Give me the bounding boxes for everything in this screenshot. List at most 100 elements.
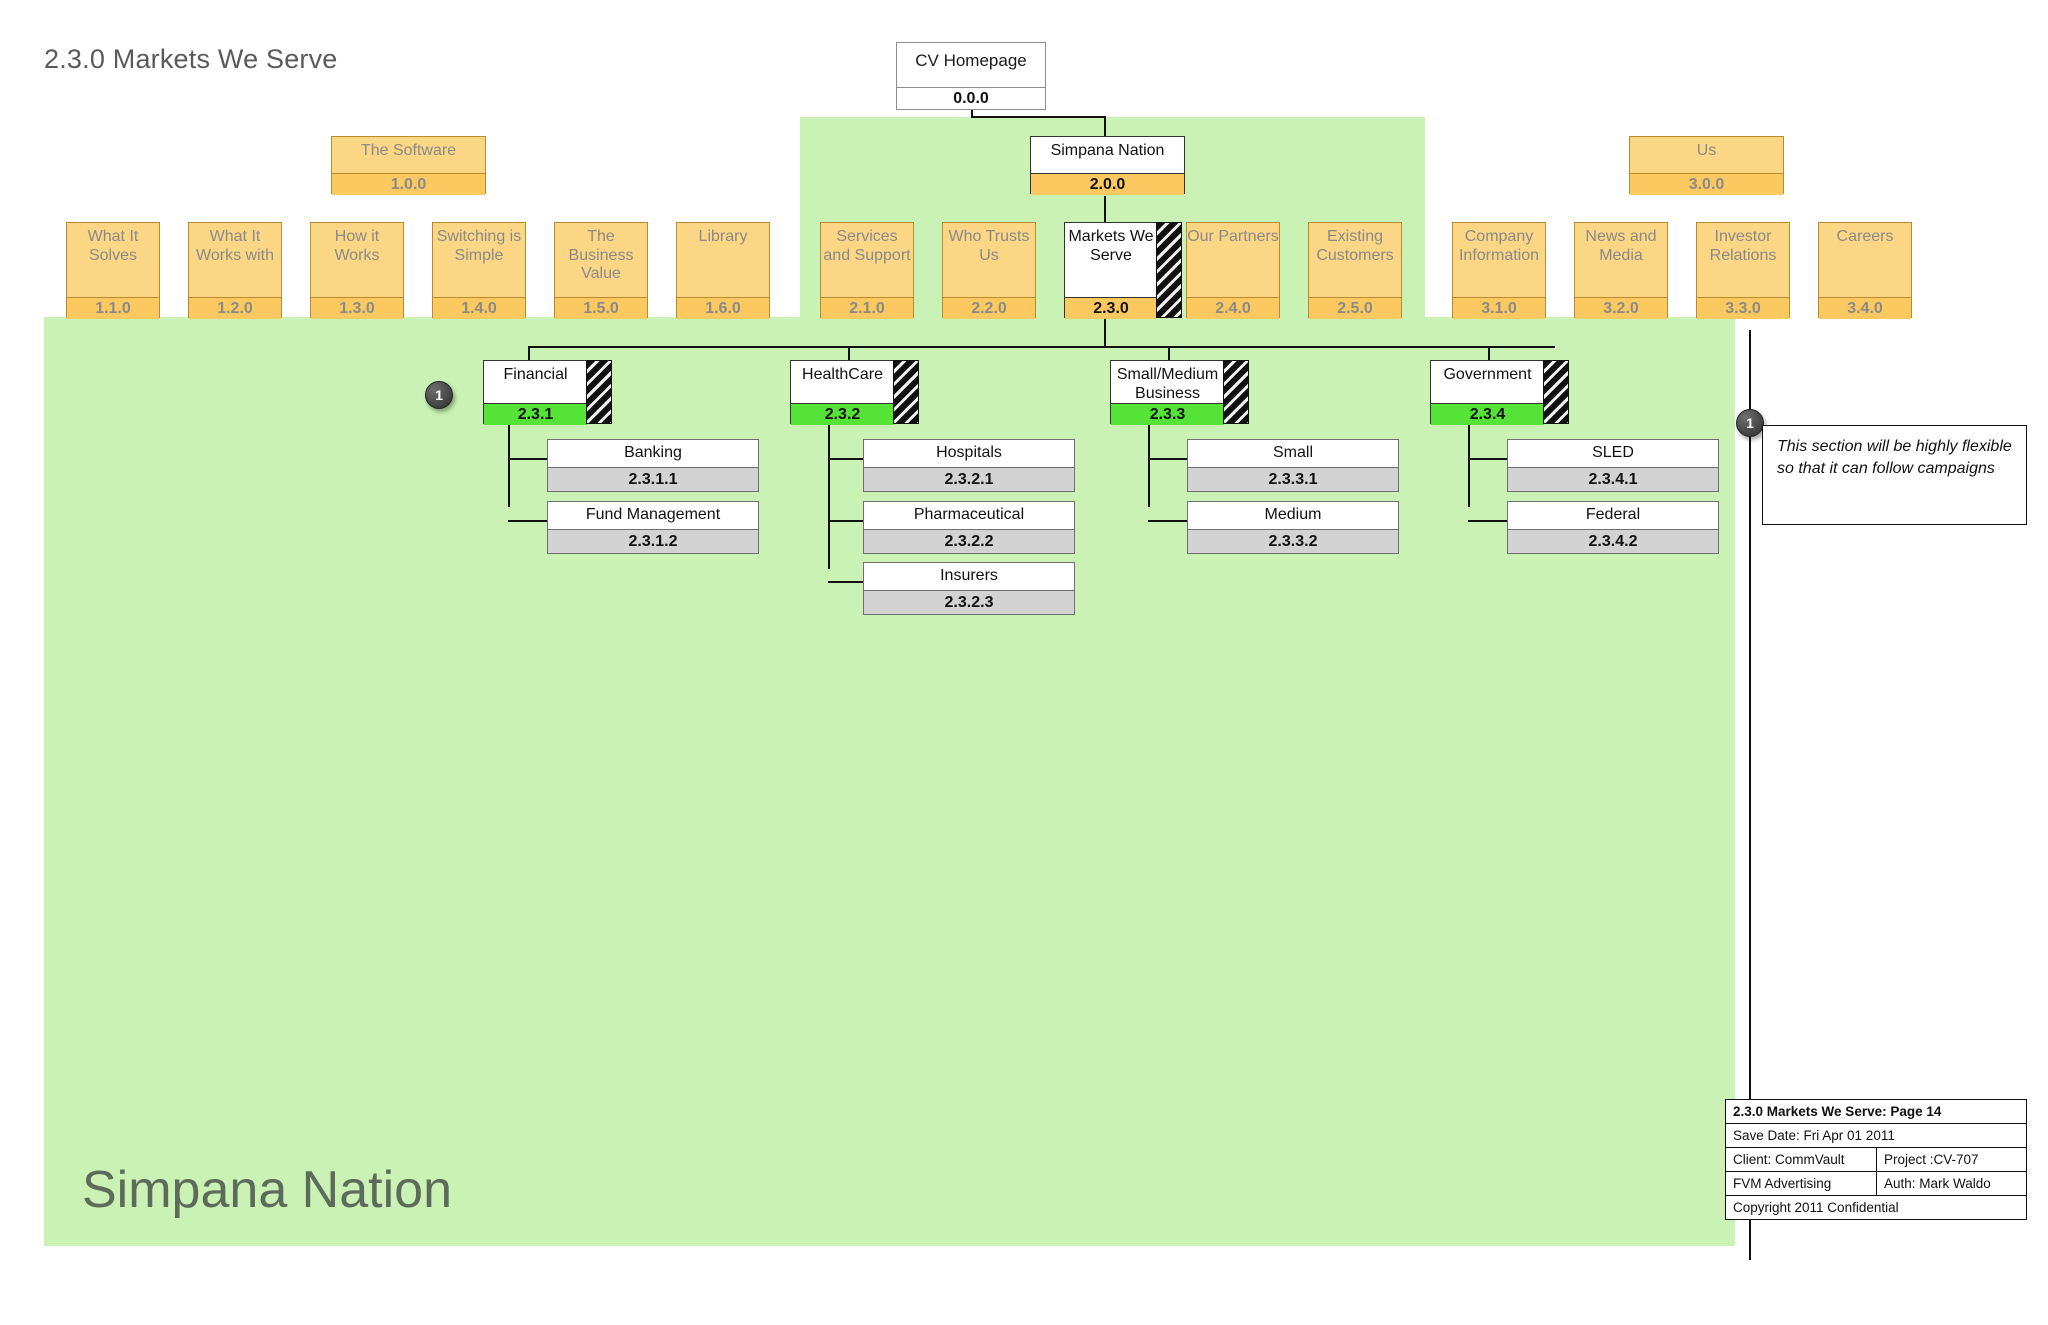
node-government[interactable]: Government 2.3.4	[1430, 360, 1569, 425]
node-label: News and Media	[1585, 228, 1657, 264]
node-label: Investor Relations	[1709, 228, 1777, 264]
title-block-client: Client: CommVault	[1733, 1152, 1845, 1167]
title-block-copyright: Copyright 2011 Confidential	[1733, 1200, 1899, 1215]
node-banking[interactable]: Banking 2.3.1.1	[547, 439, 759, 492]
node-id: 2.3.1.2	[548, 529, 758, 553]
title-block-row: Save Date: Fri Apr 01 2011	[1726, 1124, 2026, 1148]
title-block: 2.3.0 Markets We Serve: Page 14 Save Dat…	[1725, 1099, 2027, 1220]
node-id: 3.2.0	[1575, 297, 1667, 319]
connector-section-spine	[528, 346, 1555, 348]
title-block-row: Client: CommVault Project :CV-707	[1726, 1148, 2026, 1172]
annotation-callout: This section will be highly flexible so …	[1762, 425, 2027, 525]
node-id: 1.3.0	[311, 297, 403, 319]
node-hospitals[interactable]: Hospitals 2.3.2.1	[863, 439, 1075, 492]
node-small[interactable]: Small 2.3.3.1	[1187, 439, 1399, 492]
node-id: 2.3.2.1	[864, 467, 1074, 491]
node-id: 1.2.0	[189, 297, 281, 319]
node-label: The Software	[360, 142, 457, 159]
node-cv-homepage[interactable]: CV Homepage 0.0.0	[896, 42, 1046, 110]
node-label: Hospitals	[936, 444, 1002, 461]
node-medium[interactable]: Medium 2.3.3.2	[1187, 501, 1399, 554]
node-id: 3.1.0	[1453, 297, 1545, 319]
title-block-author: Auth: Mark Waldo	[1876, 1172, 2026, 1195]
node-what-it-solves[interactable]: What It Solves 1.1.0	[66, 222, 160, 319]
node-markets-we-serve[interactable]: Markets We Serve 2.3.0	[1064, 222, 1182, 319]
connector-government-stem	[1468, 424, 1470, 507]
node-company-information[interactable]: Company Information 3.1.0	[1452, 222, 1546, 319]
in-progress-hatch-icon	[1223, 360, 1249, 424]
node-label: Insurers	[940, 567, 998, 584]
title-block-agency: FVM Advertising	[1733, 1176, 1832, 1191]
node-careers[interactable]: Careers 3.4.0	[1818, 222, 1912, 319]
connector-drop-healthcare	[848, 346, 850, 360]
node-label: Fund Management	[585, 506, 721, 523]
in-progress-hatch-icon	[1543, 360, 1569, 424]
node-label: Financial	[503, 366, 568, 383]
node-label: Switching is Simple	[436, 228, 522, 264]
node-id: 1.4.0	[433, 297, 525, 319]
node-what-it-works-with[interactable]: What It Works with 1.2.0	[188, 222, 282, 319]
node-who-trusts-us[interactable]: Who Trusts Us 2.2.0	[942, 222, 1036, 319]
node-id: 2.1.0	[821, 297, 913, 319]
node-label: The Business Value	[568, 228, 634, 283]
node-the-business-value[interactable]: The Business Value 1.5.0	[554, 222, 648, 319]
title-block-row: 2.3.0 Markets We Serve: Page 14	[1726, 1100, 2026, 1124]
annotation-marker-left[interactable]: 1	[425, 381, 453, 409]
node-the-software[interactable]: The Software 1.0.0	[331, 136, 486, 195]
node-label: Small/Medium Business	[1116, 366, 1219, 402]
connector-financial-child-2	[508, 520, 548, 522]
node-simpana-nation[interactable]: Simpana Nation 2.0.0	[1030, 136, 1185, 195]
node-id: 2.3.4.2	[1508, 529, 1718, 553]
page-title: 2.3.0 Markets We Serve	[44, 44, 338, 74]
node-id: 2.3.2.3	[864, 590, 1074, 614]
node-id: 2.3.1.1	[548, 467, 758, 491]
node-switching-is-simple[interactable]: Switching is Simple 1.4.0	[432, 222, 526, 319]
node-label: CV Homepage	[915, 51, 1027, 70]
node-label: How it Works	[334, 228, 380, 264]
annotation-marker-right[interactable]: 1	[1736, 409, 1764, 437]
node-healthcare[interactable]: HealthCare 2.3.2	[790, 360, 919, 425]
node-us[interactable]: Us 3.0.0	[1629, 136, 1784, 195]
node-services-and-support[interactable]: Services and Support 2.1.0	[820, 222, 914, 319]
node-label: Markets We Serve	[1068, 228, 1154, 264]
connector-simpana-down	[1104, 196, 1106, 222]
node-id: 2.2.0	[943, 297, 1035, 319]
connector-smb-child-1	[1148, 458, 1188, 460]
connector-financial-child-1	[508, 458, 548, 460]
node-investor-relations[interactable]: Investor Relations 3.3.0	[1696, 222, 1790, 319]
node-label: Who Trusts Us	[948, 228, 1030, 264]
node-label: What It Works with	[196, 228, 274, 264]
node-id: 1.6.0	[677, 297, 769, 319]
node-fund-management[interactable]: Fund Management 2.3.1.2	[547, 501, 759, 554]
node-sled[interactable]: SLED 2.3.4.1	[1507, 439, 1719, 492]
node-how-it-works[interactable]: How it Works 1.3.0	[310, 222, 404, 319]
connector-markets-down	[1104, 318, 1106, 348]
node-id: 2.3.2	[791, 403, 894, 425]
node-id: 2.3.1	[484, 403, 587, 425]
node-insurers[interactable]: Insurers 2.3.2.3	[863, 562, 1075, 615]
node-federal[interactable]: Federal 2.3.4.2	[1507, 501, 1719, 554]
node-label: Library	[698, 228, 748, 245]
title-block-row: Copyright 2011 Confidential	[1726, 1196, 2026, 1220]
node-label: HealthCare	[802, 366, 883, 383]
title-block-save-date: Save Date: Fri Apr 01 2011	[1733, 1128, 1895, 1143]
node-id: 1.0.0	[332, 173, 485, 195]
node-label: Banking	[624, 444, 682, 461]
node-news-and-media[interactable]: News and Media 3.2.0	[1574, 222, 1668, 319]
connector-smb-child-2	[1148, 520, 1188, 522]
title-block-row: FVM Advertising Auth: Mark Waldo	[1726, 1172, 2026, 1196]
connector-healthcare-child-2	[828, 520, 864, 522]
connector-healthcare-stem	[828, 424, 830, 569]
node-library[interactable]: Library 1.6.0	[676, 222, 770, 319]
node-id: 2.3.3	[1111, 403, 1224, 425]
section-watermark: Simpana Nation	[82, 1161, 452, 1219]
node-our-partners[interactable]: Our Partners 2.4.0	[1186, 222, 1280, 319]
node-id: 1.5.0	[555, 297, 647, 319]
node-financial[interactable]: Financial 2.3.1	[483, 360, 612, 425]
node-pharmaceutical[interactable]: Pharmaceutical 2.3.2.2	[863, 501, 1075, 554]
connector-government-child-1	[1468, 458, 1508, 460]
node-small-medium-business[interactable]: Small/Medium Business 2.3.3	[1110, 360, 1249, 425]
node-id: 2.3.4.1	[1508, 467, 1718, 491]
node-existing-customers[interactable]: Existing Customers 2.5.0	[1308, 222, 1402, 319]
node-label: Simpana Nation	[1050, 142, 1165, 159]
